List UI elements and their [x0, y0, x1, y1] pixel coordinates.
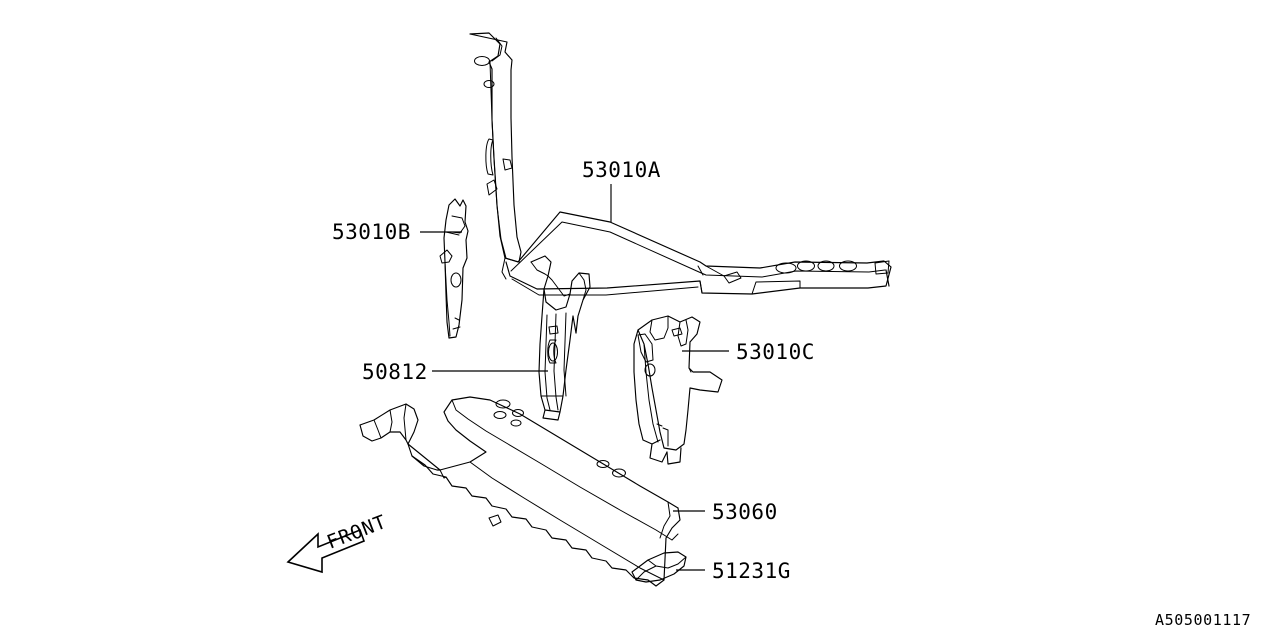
- part-shape-53010B: [439, 198, 469, 339]
- front-direction-label: FRONT: [324, 511, 390, 554]
- left-arrow-icon: [286, 528, 366, 574]
- callout-label-53060: 53060: [712, 500, 778, 524]
- callout-label-50812: 50812: [362, 360, 428, 384]
- callout-label-53010B: 53010B: [332, 220, 411, 244]
- callout-label-51231G: 51231G: [712, 559, 791, 583]
- callout-labels: 53010A 53010B 50812 53010C 53060 51231G: [332, 158, 815, 583]
- callout-label-53010C: 53010C: [736, 340, 815, 364]
- part-shape-51231G: [631, 551, 687, 583]
- part-shape-53010A: [469, 32, 892, 296]
- part-shape-53010C: [633, 315, 723, 465]
- leader-lines: [420, 184, 729, 571]
- part-shape-53060: [359, 396, 681, 587]
- callout-label-53010A: 53010A: [582, 158, 661, 182]
- part-shape-50812: [530, 255, 591, 421]
- front-orientation-marker: FRONT: [286, 511, 390, 574]
- diagram-id-label: A505001117: [1155, 611, 1251, 629]
